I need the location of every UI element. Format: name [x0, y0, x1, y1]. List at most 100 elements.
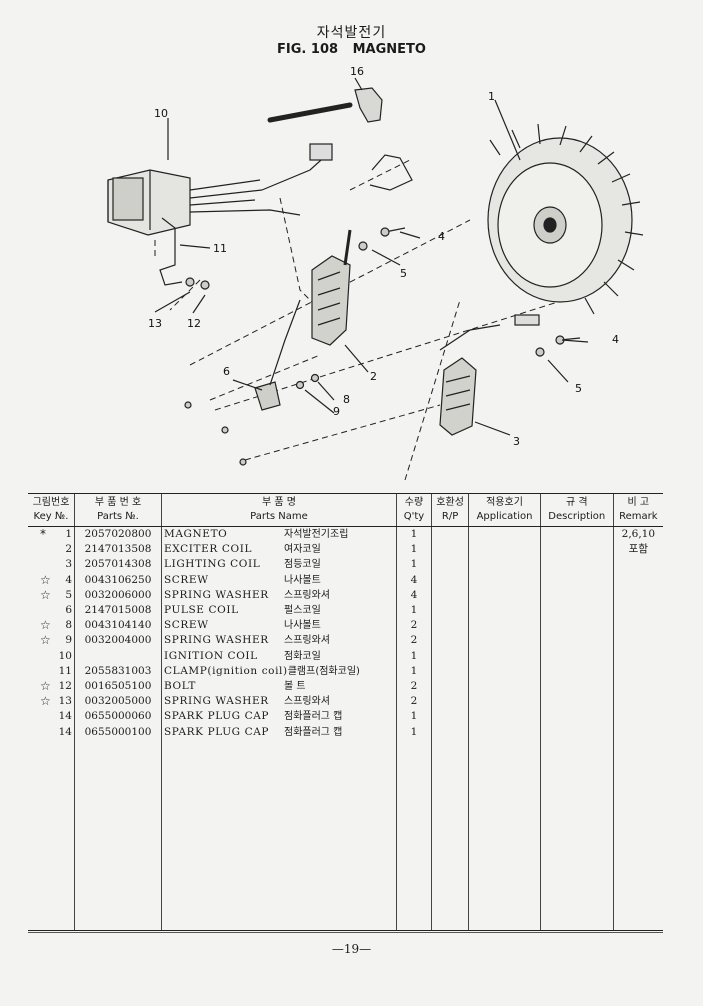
key-number: 10 — [58, 649, 72, 662]
figure-number: FIG. 108 — [277, 42, 339, 57]
callout-10: 10 — [154, 107, 168, 120]
cell-application — [468, 572, 541, 588]
callout-1: 1 — [488, 90, 495, 103]
mark-symbol: ☆ — [40, 678, 51, 693]
cell-key: ☆ 13 — [28, 694, 75, 709]
part-name-en: SPARK PLUG CAP — [164, 725, 270, 738]
cell-key: ☆ 12 — [28, 679, 75, 694]
spark-plug-cap-part — [354, 87, 383, 123]
cell-application — [468, 724, 541, 740]
callout-5b: 5 — [575, 382, 582, 395]
cell-description — [539, 542, 614, 558]
cell-key: ☆5 — [28, 588, 75, 603]
cell-qty: 2 — [396, 633, 432, 649]
key-number: 8 — [65, 619, 72, 632]
key-number: 14 — [58, 710, 72, 723]
key-number: 9 — [65, 634, 72, 647]
cell-rp — [430, 618, 469, 634]
callout-11: 11 — [213, 242, 227, 255]
cell-key: 14 — [28, 709, 75, 724]
cell-qty: 1 — [396, 663, 432, 679]
callout-3: 3 — [513, 435, 520, 448]
cell-part-name: BOLT 볼 트 — [161, 678, 397, 695]
cell-description — [539, 572, 614, 588]
cell-application — [468, 663, 541, 679]
part-name-ko: 점화플러그 캡 — [284, 726, 343, 738]
cell-rp — [430, 633, 469, 649]
cell-application — [468, 678, 541, 695]
cell-remark — [612, 648, 663, 664]
key-number: 5 — [65, 588, 72, 601]
cell-key: 11 — [28, 664, 75, 679]
cell-application — [468, 587, 541, 603]
cell-part-no: 0043106250 — [74, 572, 162, 588]
part-name-en: LIGHTING COIL — [164, 558, 261, 571]
cell-qty: 2 — [396, 694, 432, 710]
cell-application — [468, 602, 541, 619]
key-number: 12 — [58, 679, 72, 692]
part-name-en: SPRING WASHER — [164, 588, 269, 601]
cell-remark: 포함 — [612, 542, 663, 558]
part-name-ko: 볼 트 — [284, 680, 306, 692]
part-name-ko: 점등코일 — [284, 559, 321, 571]
cell-remark — [612, 602, 663, 619]
key-number: 14 — [58, 725, 72, 738]
mark-symbol: ☆ — [40, 587, 51, 602]
cell-part-name: SPARK PLUG CAP 점화플러그 캡 — [161, 724, 397, 740]
cell-part-no: 0032004000 — [74, 633, 162, 649]
cell-key: ☆8 — [28, 618, 75, 633]
figure-title: FIG. 108 MAGNETO — [0, 42, 703, 57]
cell-remark — [612, 663, 663, 679]
pulse-coil-part — [254, 381, 281, 411]
cell-key: 2 — [28, 542, 75, 557]
cell-description — [539, 618, 614, 634]
key-number: 13 — [58, 695, 72, 708]
callout-13: 13 — [148, 317, 162, 330]
callout-16: 16 — [350, 65, 364, 78]
cell-remark: 2,6,10 — [612, 526, 663, 543]
table-blank-area — [28, 739, 663, 931]
cell-remark — [612, 618, 663, 634]
key-number: 1 — [65, 528, 72, 541]
part-name-en: EXCITER COIL — [164, 543, 253, 556]
cell-remark — [612, 709, 663, 725]
part-name-en: SCREW — [164, 573, 209, 586]
cell-application — [468, 633, 541, 649]
cell-qty: 1 — [396, 526, 432, 543]
cell-part-no: 0655000060 — [74, 709, 162, 725]
cell-description — [539, 602, 614, 619]
cell-part-name: LIGHTING COIL 점등코일 — [161, 557, 397, 573]
cell-part-no: 2055831003 — [74, 663, 162, 679]
cell-rp — [430, 724, 469, 740]
cell-qty: 1 — [396, 648, 432, 664]
cell-part-no: 2147015008 — [74, 602, 162, 619]
part-name-ko: 나사볼트 — [284, 620, 321, 632]
cell-application — [468, 526, 541, 543]
cell-application — [468, 618, 541, 634]
key-number: 4 — [65, 573, 72, 586]
part-name-en: BOLT — [164, 679, 197, 692]
cell-remark — [612, 694, 663, 710]
mark-symbol: ☆ — [40, 694, 51, 709]
cell-description — [539, 724, 614, 740]
cell-part-no: 0032005000 — [74, 694, 162, 710]
mark-symbol: ☆ — [40, 633, 51, 648]
cell-key: 6 — [28, 603, 75, 618]
